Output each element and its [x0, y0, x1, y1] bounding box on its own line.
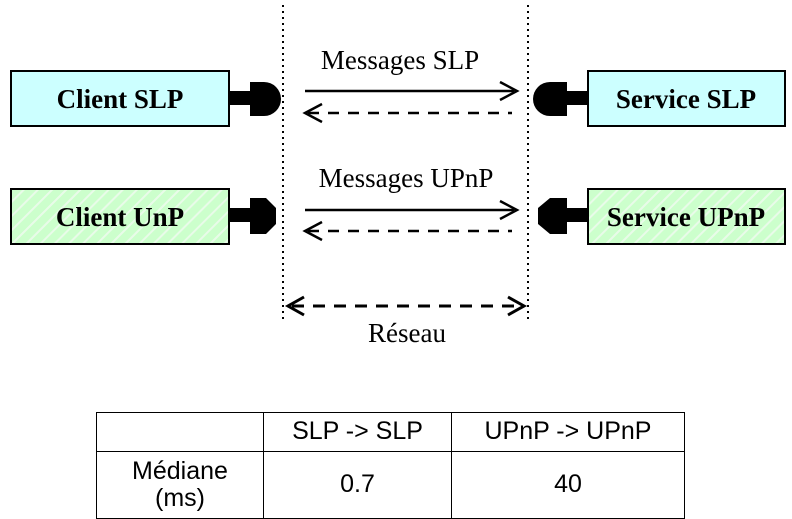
client-slp-plug-icon — [229, 82, 281, 116]
table-header-row: SLP -> SLP UPnP -> UPnP — [96, 412, 685, 452]
service-slp-box — [587, 70, 786, 127]
upnp-request-arrow — [305, 199, 520, 221]
table-header-upnp: UPnP -> UPnP — [451, 412, 685, 452]
client-upnp-plug-icon — [229, 198, 276, 234]
service-upnp-socket-icon — [538, 198, 588, 234]
upnp-response-arrow — [302, 220, 512, 242]
table-row: Médiane (ms) 0.7 40 — [96, 451, 685, 519]
messages-slp-label: Messages SLP — [321, 45, 479, 75]
table-cell-upnp: 40 — [451, 451, 685, 519]
latency-table: SLP -> SLP UPnP -> UPnP Médiane (ms) 0.7… — [96, 412, 685, 519]
slp-response-arrow — [302, 102, 512, 124]
service-slp-label: Service SLP — [616, 84, 756, 114]
service-slp-socket-icon — [533, 82, 588, 116]
client-upnp-label: Client UnP — [56, 202, 184, 232]
table-header-empty — [96, 412, 264, 452]
network-label: Réseau — [368, 318, 446, 348]
slp-request-arrow — [305, 80, 520, 102]
table-row-label: Médiane (ms) — [96, 451, 264, 519]
table-cell-slp: 0.7 — [263, 451, 452, 519]
messages-upnp-label: Messages UPnP — [319, 163, 494, 193]
service-upnp-box — [587, 188, 786, 245]
client-slp-label: Client SLP — [57, 84, 184, 114]
network-span-arrow — [284, 295, 528, 317]
client-upnp-box — [10, 188, 230, 245]
service-upnp-label: Service UPnP — [607, 202, 765, 232]
table-header-slp: SLP -> SLP — [263, 412, 452, 452]
client-slp-box — [10, 70, 230, 127]
